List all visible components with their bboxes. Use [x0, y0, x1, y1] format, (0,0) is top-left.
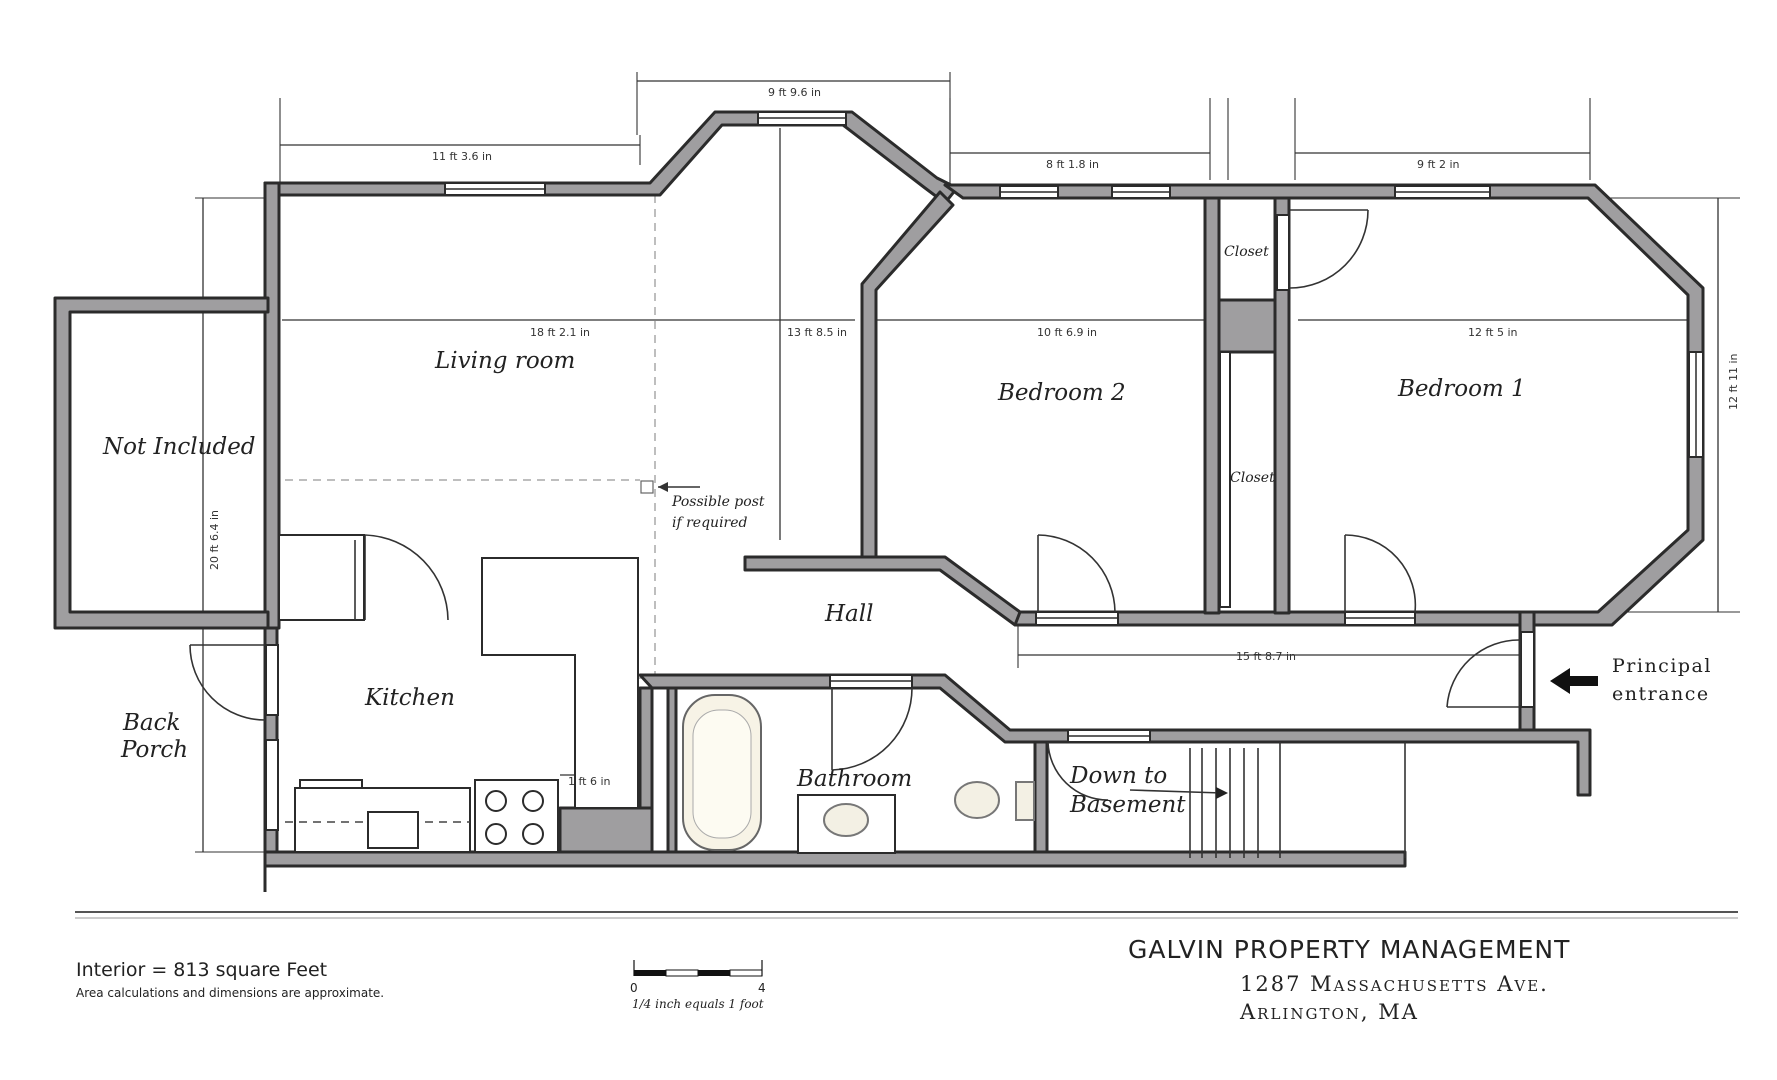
dim-living-depth: 18 ft 2.1 in — [530, 326, 590, 339]
not-included-label: Not Included — [102, 434, 256, 460]
dim-bed2-depth: 10 ft 6.9 in — [1037, 326, 1097, 339]
dim-bed1-height: 12 ft 11 in — [1727, 353, 1740, 410]
dim-bay-width: 9 ft 9.6 in — [768, 86, 821, 99]
scale-start: 0 — [630, 981, 638, 995]
walls — [263, 110, 1705, 892]
windows — [265, 111, 1704, 831]
entrance-label-2: entrance — [1612, 683, 1710, 705]
living-room-label: Living room — [434, 348, 575, 374]
dim-living-height: 13 ft 8.5 in — [787, 326, 847, 339]
dimension-labels: 11 ft 3.6 in 9 ft 9.6 in 8 ft 1.8 in 9 f… — [208, 86, 1740, 788]
entrance-label-1: Principal — [1612, 655, 1712, 677]
stairs — [1189, 742, 1406, 858]
dim-kitchen-nook: 1 ft 6 in — [568, 775, 611, 788]
entrance-arrow-icon — [1550, 668, 1598, 694]
post-note-2: if required — [672, 515, 748, 531]
bathroom-label: Bathroom — [796, 766, 912, 792]
closet-mid-label: Closet — [1230, 470, 1275, 486]
back-porch-label-2: Porch — [120, 737, 188, 763]
not-included-area — [53, 296, 270, 630]
dim-bed1-depth: 12 ft 5 in — [1468, 326, 1518, 339]
kitchen-label: Kitchen — [364, 685, 455, 711]
scale-bar: 0 4 1/4 inch equals 1 foot — [630, 960, 766, 1011]
dim-bedrooms-bottom: 15 ft 8.7 in — [1236, 650, 1296, 663]
bedroom-2-label: Bedroom 2 — [997, 380, 1126, 406]
footer: Interior = 813 square Feet Area calculat… — [75, 911, 1738, 1024]
dim-bed1-width: 9 ft 2 in — [1417, 158, 1460, 171]
address-line-2: Arlington, MA — [1239, 1000, 1419, 1024]
post-note-1: Possible post — [671, 494, 765, 510]
fixtures — [278, 480, 1598, 858]
disclaimer: Area calculations and dimensions are app… — [76, 986, 384, 1000]
scale-end: 4 — [758, 981, 766, 995]
doors — [189, 209, 1521, 801]
back-porch-label-1: Back — [122, 710, 180, 736]
dim-living-width: 11 ft 3.6 in — [432, 150, 492, 163]
bedroom-1-label: Bedroom 1 — [1397, 376, 1526, 402]
address-line-1: 1287 Massachusetts Ave. — [1240, 972, 1549, 996]
scale-caption: 1/4 inch equals 1 foot — [632, 997, 764, 1011]
dim-bed2-width: 8 ft 1.8 in — [1046, 158, 1099, 171]
dim-left-height: 20 ft 6.4 in — [208, 510, 221, 570]
basement-label-2: Basement — [1069, 792, 1186, 818]
hall-label: Hall — [824, 601, 873, 627]
room-labels: Living room Not Included Kitchen Back Po… — [102, 244, 1712, 818]
toilet-icon — [954, 781, 1000, 819]
closet-top-label: Closet — [1224, 244, 1269, 260]
post-marker — [640, 480, 654, 494]
basement-label-1: Down to — [1069, 763, 1167, 789]
interior-area: Interior = 813 square Feet — [76, 959, 327, 981]
company-name: GALVIN PROPERTY MANAGEMENT — [1128, 935, 1570, 964]
